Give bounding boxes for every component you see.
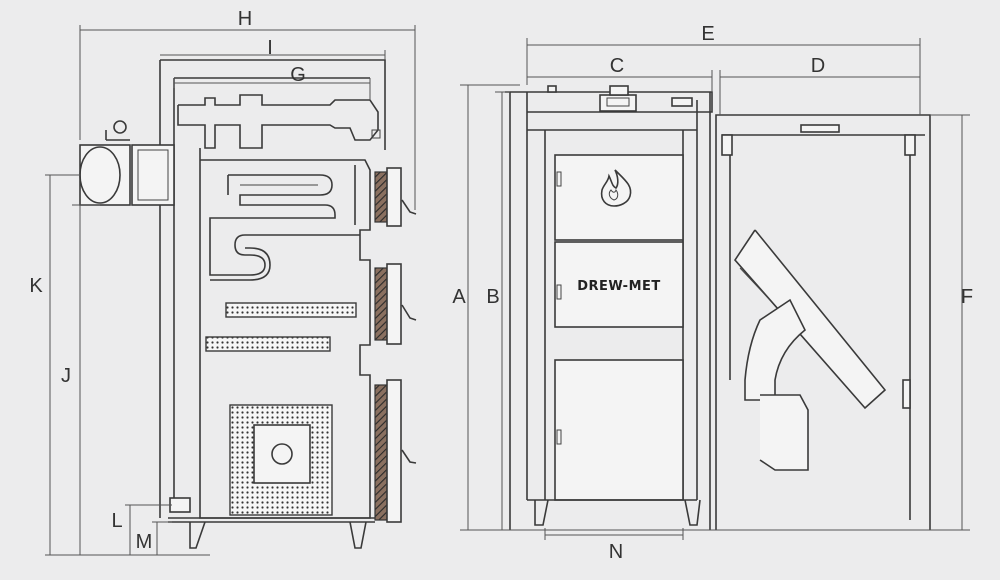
side-view	[45, 25, 417, 556]
feeder-auger	[733, 229, 911, 471]
middle-door	[554, 241, 684, 328]
lower-door	[554, 359, 684, 501]
label-H: H	[238, 8, 252, 30]
flame-icon	[600, 169, 632, 207]
label-N: N	[609, 541, 623, 563]
label-A: A	[452, 286, 466, 308]
label-G: G	[290, 64, 306, 86]
label-K: K	[29, 275, 43, 297]
upper-door	[554, 154, 684, 241]
label-J: J	[61, 365, 71, 387]
label-D: D	[811, 55, 825, 77]
label-M: M	[136, 531, 153, 553]
control-panel	[599, 85, 693, 112]
front-view: DREW-MET	[505, 85, 713, 530]
label-C: C	[610, 55, 624, 77]
boiler-body	[168, 148, 417, 549]
label-E: E	[701, 23, 714, 45]
hopper-view	[715, 114, 931, 530]
label-F: F	[961, 286, 973, 308]
label-I: I	[267, 37, 273, 59]
front-dimensions	[460, 38, 970, 540]
dimension-labels: H I G K J L M E C D A B F N	[29, 8, 973, 563]
side-dimensions	[45, 25, 416, 556]
label-B: B	[486, 286, 499, 308]
top-mechanism	[177, 94, 381, 149]
label-L: L	[111, 510, 122, 532]
brand-label: DREW-MET	[577, 279, 661, 294]
